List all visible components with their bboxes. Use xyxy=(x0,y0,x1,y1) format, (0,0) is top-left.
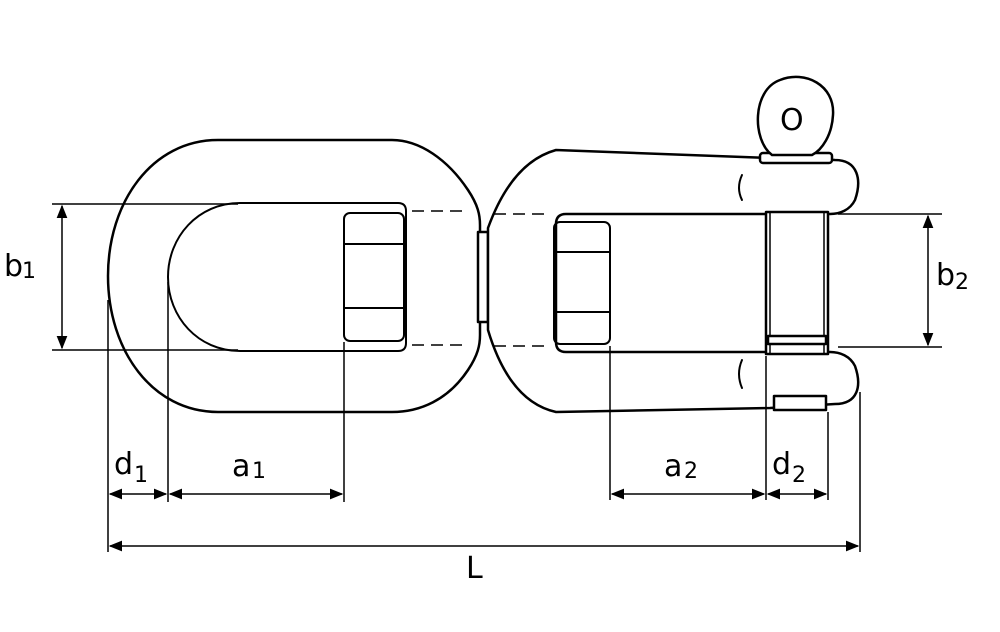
dimension-labels: b 1 b 2 d 1 a 1 a 2 d 2 L xyxy=(4,249,969,586)
label-b1-sub: 1 xyxy=(22,259,36,284)
eye-outline xyxy=(106,138,482,414)
jaw-end: O xyxy=(486,75,860,414)
dimension-lines xyxy=(56,204,934,552)
label-a1: a xyxy=(232,449,250,484)
jaw-nut xyxy=(553,221,611,345)
label-b2: b xyxy=(936,258,955,293)
label-a2-sub: 2 xyxy=(684,459,698,484)
label-b2-sub: 2 xyxy=(955,270,969,295)
bolt-head: O xyxy=(756,75,835,165)
eye-end xyxy=(106,138,482,414)
jaw-bolt xyxy=(764,210,830,412)
swivel-pin xyxy=(476,230,490,324)
label-L: L xyxy=(466,551,483,586)
eye-nut xyxy=(343,212,405,342)
label-d1-sub: 1 xyxy=(134,463,148,488)
extension-lines xyxy=(52,203,942,552)
label-a2: a xyxy=(664,449,682,484)
bolt-pin-glyph: O xyxy=(780,103,804,138)
label-a1-sub: 1 xyxy=(252,459,266,484)
label-d1: d xyxy=(114,447,133,482)
label-d2: d xyxy=(772,447,791,482)
label-d2-sub: 2 xyxy=(792,463,806,488)
label-b1: b xyxy=(4,249,23,284)
